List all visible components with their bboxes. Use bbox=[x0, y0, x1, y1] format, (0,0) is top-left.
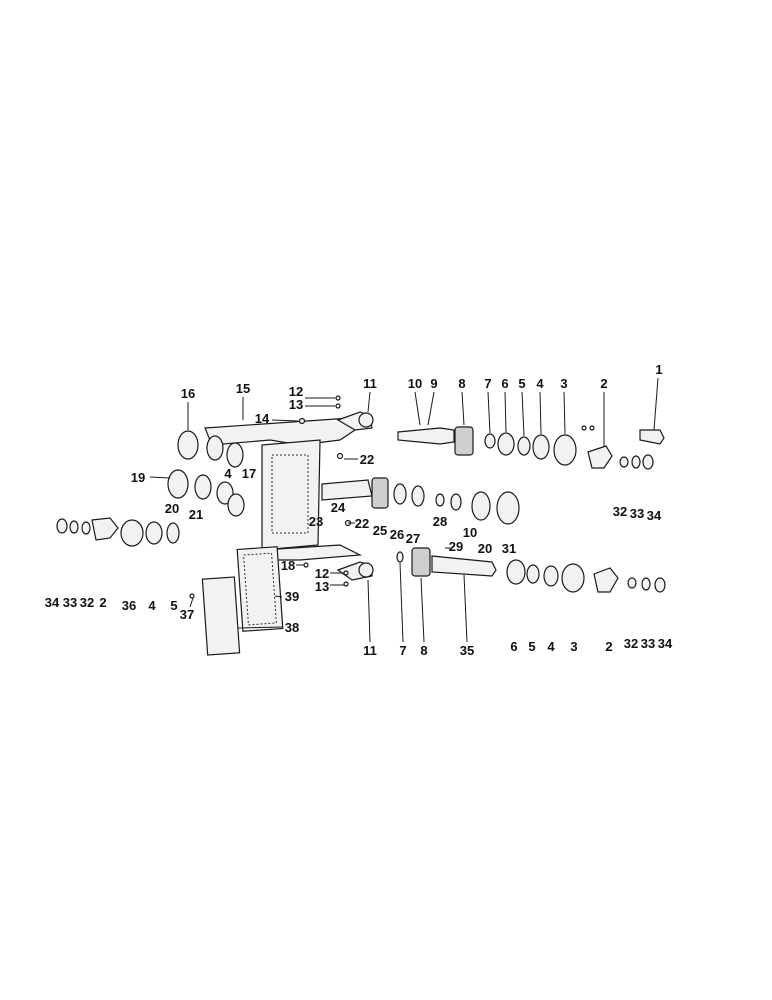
callout-10-top: 10 bbox=[408, 376, 422, 391]
callout-12-top: 12 bbox=[289, 384, 303, 399]
leader-lines bbox=[149, 377, 659, 643]
callout-7-bottom: 7 bbox=[399, 643, 406, 658]
shift-fork-lower bbox=[336, 561, 374, 581]
middle-shaft bbox=[321, 477, 520, 525]
seal-rings-left bbox=[194, 435, 245, 517]
callout-20-left: 20 bbox=[165, 501, 179, 516]
callout-8-top: 8 bbox=[458, 376, 465, 391]
callout-1: 1 bbox=[655, 362, 662, 377]
callout-20-mid: 20 bbox=[478, 541, 492, 556]
callout-19: 19 bbox=[131, 470, 145, 485]
bearing-cap-16 bbox=[177, 430, 199, 460]
cover-plate bbox=[201, 576, 241, 656]
callout-2-top: 2 bbox=[600, 376, 607, 391]
callout-31: 31 bbox=[502, 541, 516, 556]
callout-33-bottom: 33 bbox=[641, 636, 655, 651]
callout-26: 26 bbox=[390, 527, 404, 542]
callout-33-left: 33 bbox=[63, 595, 77, 610]
callout-16: 16 bbox=[181, 386, 195, 401]
callout-27: 27 bbox=[406, 531, 420, 546]
callout-24: 24 bbox=[331, 500, 346, 515]
callout-4-top: 4 bbox=[536, 376, 544, 391]
callout-32-left: 32 bbox=[80, 595, 94, 610]
callout-2-left: 2 bbox=[99, 595, 106, 610]
callout-38: 38 bbox=[285, 620, 299, 635]
callout-3-bottom: 3 bbox=[570, 639, 577, 654]
housing-top-plate bbox=[204, 417, 359, 446]
callout-14: 14 bbox=[255, 411, 270, 426]
callout-32-upper: 32 bbox=[613, 504, 627, 519]
callout-11-bottom: 11 bbox=[363, 643, 377, 658]
gasket bbox=[236, 546, 284, 632]
shift-fork-upper bbox=[336, 411, 374, 431]
callout-8-bottom: 8 bbox=[420, 643, 427, 658]
callout-4-left: 4 bbox=[224, 466, 232, 481]
callout-9: 9 bbox=[430, 376, 437, 391]
callout-36: 36 bbox=[122, 598, 136, 613]
left-output-group bbox=[56, 517, 180, 547]
callout-37: 37 bbox=[180, 607, 194, 622]
callout-22-lower: 22 bbox=[355, 516, 369, 531]
small-fasteners bbox=[189, 395, 595, 599]
callout-22-upper: 22 bbox=[360, 452, 374, 467]
callout-3-top: 3 bbox=[560, 376, 567, 391]
callout-4-lower-left: 4 bbox=[148, 598, 156, 613]
callout-28: 28 bbox=[433, 514, 447, 529]
callout-21: 21 bbox=[189, 507, 203, 522]
callout-13-top: 13 bbox=[289, 397, 303, 412]
lower-output-shaft bbox=[396, 547, 666, 593]
callout-4-bottom: 4 bbox=[547, 639, 555, 654]
callout-18: 18 bbox=[281, 558, 295, 573]
callout-25: 25 bbox=[373, 523, 387, 538]
callout-12-lower: 12 bbox=[315, 566, 329, 581]
callout-11-top: 11 bbox=[363, 376, 377, 391]
bearing-cap-19 bbox=[167, 469, 189, 499]
callout-35: 35 bbox=[460, 643, 474, 658]
callout-39: 39 bbox=[285, 589, 299, 604]
callout-23: 23 bbox=[309, 514, 323, 529]
callout-17: 17 bbox=[242, 466, 256, 481]
callout-6-bottom: 6 bbox=[510, 639, 517, 654]
callout-34-upper: 34 bbox=[647, 508, 662, 523]
callout-32-bottom: 32 bbox=[624, 636, 638, 651]
callout-10-mid: 10 bbox=[463, 525, 477, 540]
callout-6-top: 6 bbox=[501, 376, 508, 391]
callout-15: 15 bbox=[236, 381, 250, 396]
callout-29: 29 bbox=[449, 539, 463, 554]
callout-34-bottom: 34 bbox=[658, 636, 673, 651]
callout-13-lower: 13 bbox=[315, 579, 329, 594]
housing-body bbox=[261, 439, 363, 561]
upper-input-shaft bbox=[397, 426, 665, 470]
callout-7-top: 7 bbox=[484, 376, 491, 391]
callout-labels: 16 15 12 13 14 11 10 9 8 7 6 5 4 3 2 1 1… bbox=[45, 362, 673, 658]
callout-34-left: 34 bbox=[45, 595, 60, 610]
callout-5-lower-left: 5 bbox=[170, 598, 177, 613]
callout-33-upper: 33 bbox=[630, 506, 644, 521]
callout-5-top: 5 bbox=[518, 376, 525, 391]
callout-2-bottom: 2 bbox=[605, 639, 612, 654]
callout-5-bottom: 5 bbox=[528, 639, 535, 654]
